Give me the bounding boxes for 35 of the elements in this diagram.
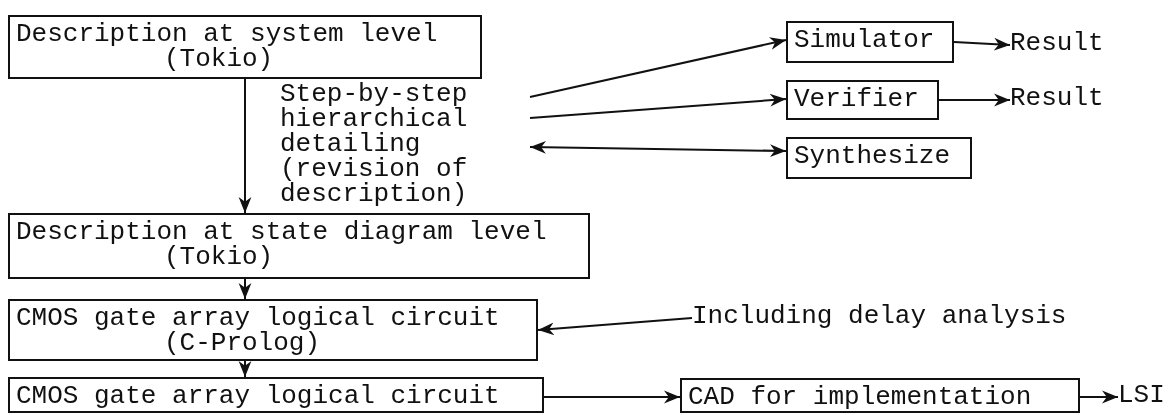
process-box bbox=[786, 21, 954, 63]
process-box bbox=[8, 299, 538, 361]
box-label: Description at system level bbox=[16, 22, 438, 47]
box-label: (Tokio) bbox=[164, 245, 274, 270]
process-box bbox=[680, 378, 1080, 413]
arrow bbox=[238, 360, 252, 378]
box-label: Description at state diagram level bbox=[16, 220, 547, 245]
process-box bbox=[8, 15, 482, 79]
box-label: (C-Prolog) bbox=[164, 331, 321, 356]
arrow bbox=[537, 317, 693, 336]
text-label: Result bbox=[1010, 86, 1104, 111]
arrow bbox=[529, 37, 787, 98]
text-label: Result bbox=[1010, 31, 1104, 56]
box-label: CAD for implementation bbox=[688, 385, 1032, 410]
arrow bbox=[529, 140, 787, 158]
arrow bbox=[543, 390, 681, 404]
arrow bbox=[238, 278, 252, 300]
box-label: (Tokio) bbox=[164, 47, 274, 72]
process-box bbox=[786, 80, 939, 120]
process-box bbox=[8, 213, 590, 279]
arrow bbox=[938, 93, 1011, 107]
process-box bbox=[8, 377, 544, 413]
arrow bbox=[529, 93, 787, 119]
text-label: Step-by-step hierarchical detailing (revision of description) bbox=[280, 82, 469, 207]
arrow bbox=[1079, 390, 1119, 404]
arrow bbox=[238, 78, 252, 214]
arrow bbox=[953, 37, 1011, 51]
process-box bbox=[786, 137, 972, 179]
box-label: Synthesize bbox=[794, 144, 951, 169]
box-label: CMOS gate array logical circuit bbox=[16, 384, 500, 409]
text-label: Including delay analysis bbox=[692, 304, 1067, 329]
box-label: Verifier bbox=[794, 87, 919, 112]
box-label: CMOS gate array logical circuit bbox=[16, 306, 500, 331]
box-label: Simulator bbox=[794, 28, 935, 53]
text-label: LSI bbox=[1118, 383, 1165, 408]
